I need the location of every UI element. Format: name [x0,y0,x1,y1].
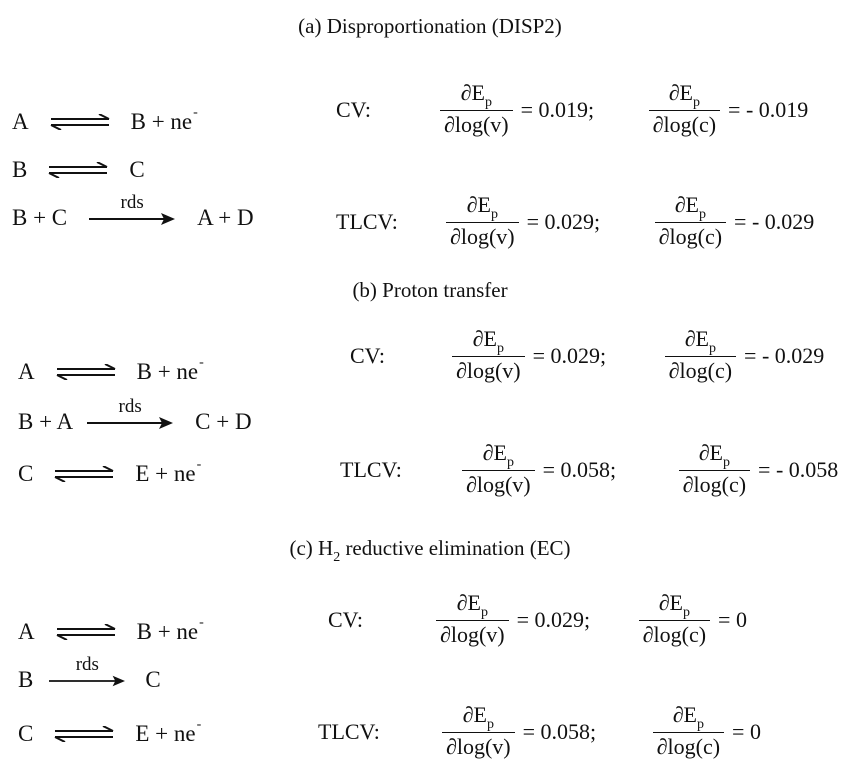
rds-label: rds [120,192,144,213]
equilibrium-arrow-icon [56,624,116,640]
electron-charge: - [199,355,204,370]
value-v: = 0.029; [526,208,601,234]
rds-label: rds [118,396,142,417]
equation-c-tlcv: TLCV: ∂Ep ∂log(v) = 0.058; ∂Ep ∂log(c) =… [318,702,761,761]
forward-arrow-icon [87,417,174,429]
product: B + ne [130,109,193,134]
reactant: A [18,359,35,384]
product: E + ne [135,721,196,746]
equilibrium-arrow-icon [54,466,114,482]
forward-arrow-icon [49,675,126,687]
fraction-c: ∂Ep ∂log(c) [654,192,727,251]
reaction-a1: A B + ne- [12,92,198,136]
fraction-v: ∂Ep ∂log(v) [440,80,513,139]
product: C [145,667,161,692]
reactant: B + A [18,409,74,434]
equilibrium-arrow-icon [54,726,114,742]
product: B + ne [136,619,199,644]
reaction-b3: C E + ne- [18,444,201,488]
value-c: = - 0.019 [728,96,809,122]
reaction-c3: C E + ne- [18,704,201,748]
reaction-a2: B C [12,140,145,184]
value-c: = - 0.029 [734,208,815,234]
section-b-heading: (b) Proton transfer [0,278,860,302]
reaction-c2: B rds C [18,650,161,694]
equation-a-cv: CV: ∂Ep ∂log(v) = 0.019; ∂Ep ∂log(c) = -… [336,80,808,139]
value-v: = 0.029; [532,342,607,368]
method-label: TLCV: [318,718,380,744]
product: A + D [197,205,254,230]
method-label: CV: [336,96,372,122]
reactant: C [18,461,34,486]
product: C [129,157,145,182]
fraction-c: ∂Ep ∂log(c) [664,326,737,385]
reaction-b1: A B + ne- [18,342,204,386]
method-label: CV: [328,606,364,632]
equation-c-cv: CV: ∂Ep ∂log(v) = 0.029; ∂Ep ∂log(c) = 0 [328,590,747,649]
electron-charge: - [193,105,198,120]
rds-arrow: rds [49,654,126,694]
reactant: B [18,667,34,692]
method-label: TLCV: [336,208,398,234]
fraction-v: ∂Ep ∂log(v) [462,440,535,499]
product: E + ne [135,461,196,486]
reaction-b2: B + A rds C + D [18,392,252,436]
electron-charge: - [199,615,204,630]
section-c-heading-text: (c) H [289,536,334,560]
reactant: A [12,109,29,134]
product: C + D [195,409,252,434]
value-c: = 0 [718,606,747,632]
equilibrium-arrow-icon [56,364,116,380]
value-v: = 0.019; [520,96,595,122]
reactant: A [18,619,35,644]
method-label: TLCV: [340,456,402,482]
method-label: CV: [350,342,386,368]
value-c: = - 0.029 [744,342,825,368]
forward-arrow-icon [89,213,176,225]
rds-arrow: rds [87,396,174,436]
section-c-heading-text-rest: reductive elimination (EC) [340,536,571,560]
equilibrium-arrow-icon [50,114,110,130]
fraction-c: ∂Ep ∂log(c) [678,440,751,499]
rds-label: rds [75,654,99,675]
value-v: = 0.029; [516,606,591,632]
equation-a-tlcv: TLCV: ∂Ep ∂log(v) = 0.029; ∂Ep ∂log(c) =… [336,192,814,251]
fraction-c: ∂Ep ∂log(c) [638,590,711,649]
section-a-heading-text: (a) Disproportionation (DISP2) [298,14,562,38]
section-b-heading-text: (b) Proton transfer [352,278,508,302]
electron-charge: - [196,457,202,472]
value-c: = - 0.058 [758,456,839,482]
rds-arrow: rds [89,192,176,232]
section-c-heading: (c) H2 reductive elimination (EC) [0,536,860,565]
value-v: = 0.058; [522,718,597,744]
reactant: C [18,721,34,746]
value-c: = 0 [732,718,761,744]
reaction-c1: A B + ne- [18,602,204,646]
product: B + ne [136,359,199,384]
equation-b-cv: CV: ∂Ep ∂log(v) = 0.029; ∂Ep ∂log(c) = -… [350,326,824,385]
section-c-heading-subscript: 2 [333,550,341,565]
fraction-c: ∂Ep ∂log(c) [648,80,721,139]
fraction-v: ∂Ep ∂log(v) [452,326,525,385]
fraction-v: ∂Ep ∂log(v) [442,702,515,761]
reaction-a3: B + C rds A + D [12,188,254,232]
reactant: B + C [12,205,68,230]
equation-b-tlcv: TLCV: ∂Ep ∂log(v) = 0.058; ∂Ep ∂log(c) =… [340,440,838,499]
reactant: B [12,157,28,182]
value-v: = 0.058; [542,456,617,482]
fraction-v: ∂Ep ∂log(v) [446,192,519,251]
equilibrium-arrow-icon [48,162,108,178]
fraction-c: ∂Ep ∂log(c) [652,702,725,761]
fraction-v: ∂Ep ∂log(v) [436,590,509,649]
section-a-heading: (a) Disproportionation (DISP2) [0,14,860,38]
electron-charge: - [196,717,202,732]
